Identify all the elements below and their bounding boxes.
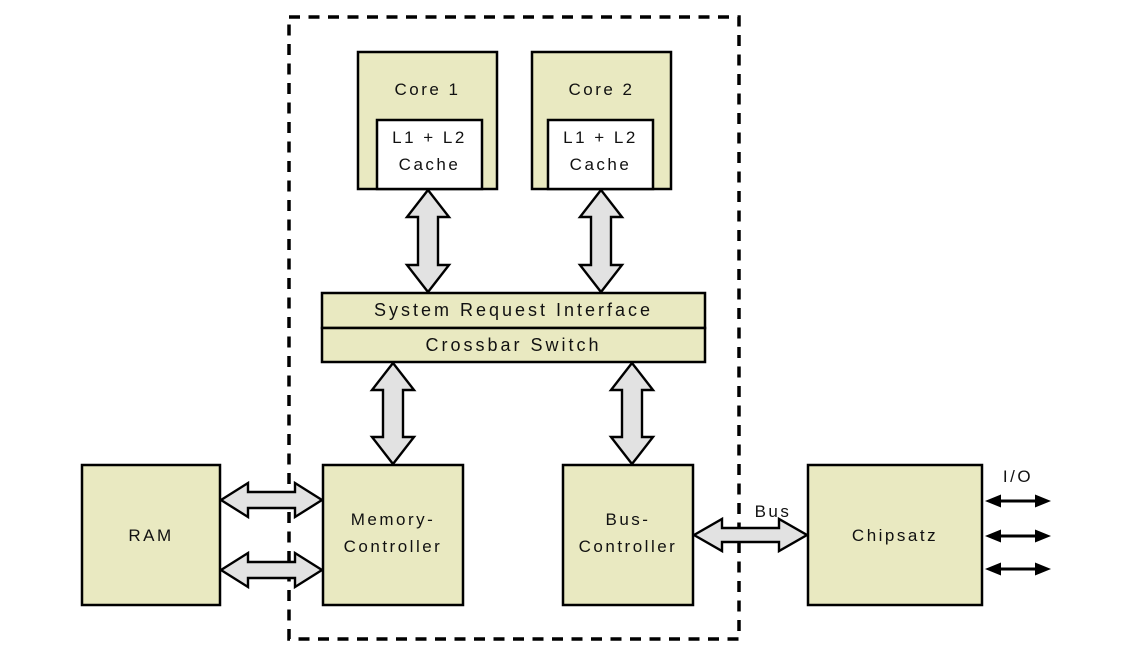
bus-controller-line2: Controller <box>578 537 678 556</box>
memory-controller-label: Memory- Controller <box>323 506 463 560</box>
arrow-core2-sri <box>577 188 625 294</box>
io-arrow-1 <box>985 494 1051 508</box>
io-arrow-2 <box>985 529 1051 543</box>
core1-cache-box <box>375 118 484 191</box>
ram-label: RAM <box>128 526 174 545</box>
memory-controller-line2: Controller <box>343 537 443 556</box>
core2-cache-line2: Cache <box>569 155 632 174</box>
ram-box <box>80 463 222 607</box>
chipset-box <box>806 463 984 607</box>
core2-cache-line1: L1 + L2 <box>563 128 638 147</box>
core1-cache-label: L1 + L2 Cache <box>377 124 482 178</box>
system-request-interface-bar <box>320 291 707 330</box>
system-request-interface-label: System Request Interface <box>373 300 654 320</box>
memory-controller-box <box>321 463 465 607</box>
bus-controller-box <box>561 463 695 607</box>
bus-controller-line1: Bus- <box>605 510 651 529</box>
core1-cache-line1: L1 + L2 <box>392 128 467 147</box>
crossbar-switch-label: Crossbar Switch <box>425 334 602 355</box>
bus-controller-label: Bus- Controller <box>563 506 693 560</box>
core1-cache-line2: Cache <box>398 155 461 174</box>
cpu-die-boundary <box>287 15 741 641</box>
memory-controller-line1: Memory- <box>350 510 436 529</box>
chipset-label: Chipsatz <box>851 526 939 545</box>
arrow-ram-memory-controller-lower <box>218 550 325 590</box>
arrow-crossbar-bus-controller <box>608 361 656 466</box>
io-arrow-3 <box>985 562 1051 576</box>
crossbar-switch-bar <box>320 326 707 364</box>
core2-cache-label: L1 + L2 Cache <box>548 124 653 178</box>
core2-cache-box <box>546 118 655 191</box>
arrow-ram-memory-controller-upper <box>218 480 325 520</box>
bus-connection-label: Bus <box>754 502 792 521</box>
core2-label: Core 2 <box>568 80 635 99</box>
arrow-crossbar-memory-controller <box>369 361 417 466</box>
arrow-bus-controller-chipset <box>691 516 810 554</box>
io-connection-label: I/O <box>1002 467 1034 486</box>
core1-label: Core 1 <box>394 80 461 99</box>
arrow-core1-sri <box>404 188 452 294</box>
